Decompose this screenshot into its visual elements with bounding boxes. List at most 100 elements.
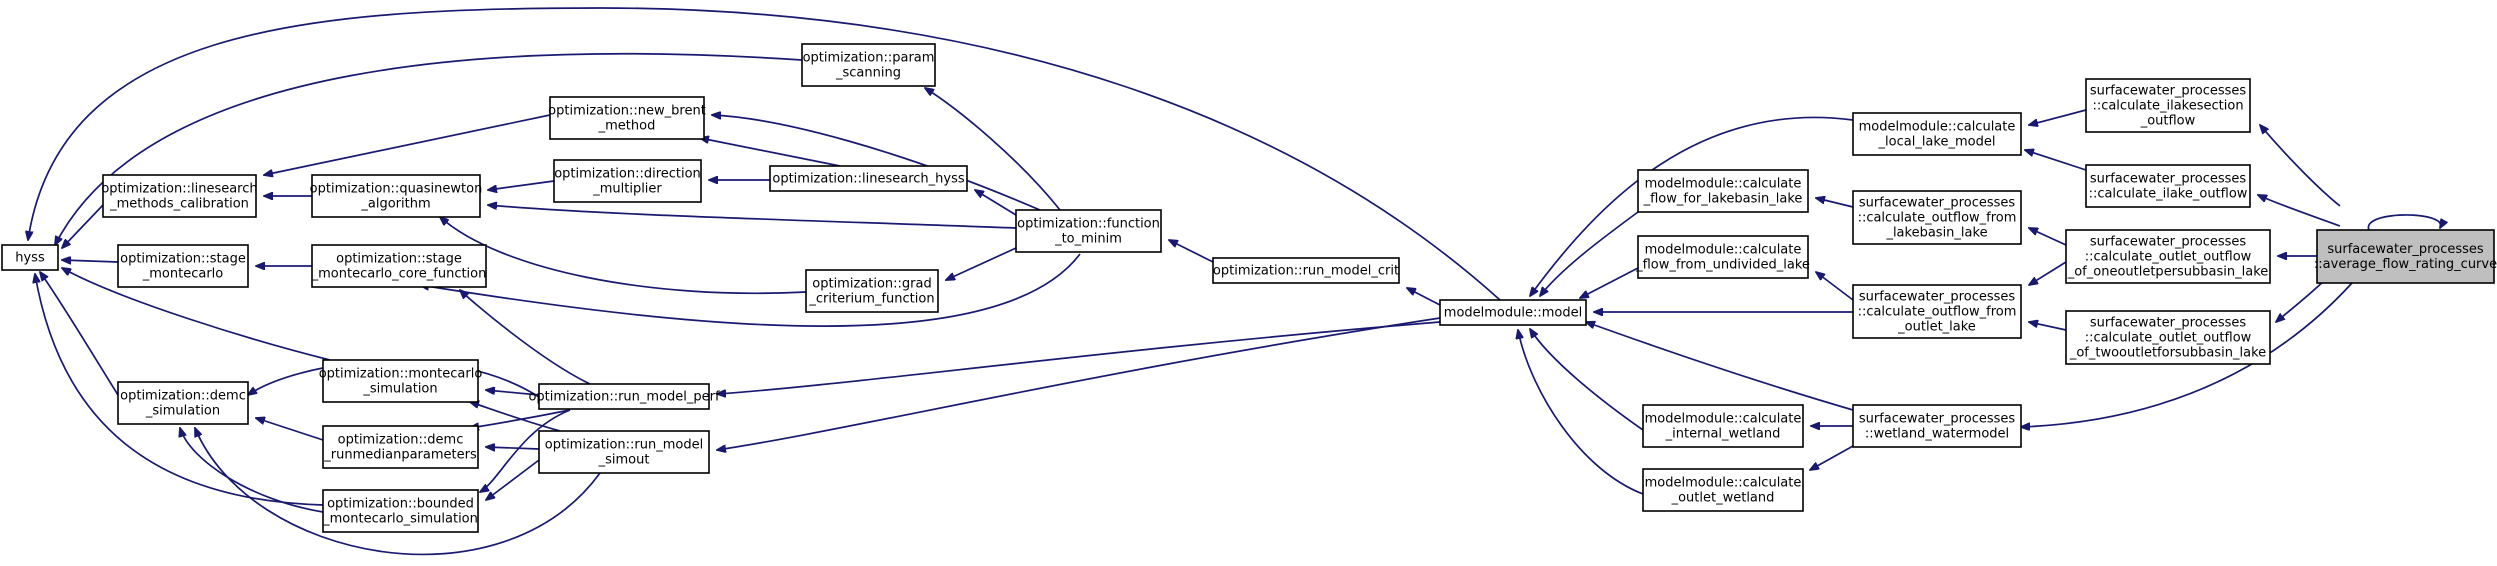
- node-box: [1852, 284, 2022, 339]
- node-box: [1642, 404, 1804, 448]
- edge-opt_function_to_minim-to-opt_grad: [946, 247, 1017, 280]
- node-label-line: ::calculate_outflow_from: [1858, 305, 2017, 320]
- node-sp-outlet-two[interactable]: surfacewater_processes::calculate_outlet…: [2065, 310, 2271, 365]
- node-box: [769, 165, 968, 192]
- node-box: [1852, 190, 2022, 245]
- node-label-line: _outflow: [2140, 114, 2196, 129]
- edge-line: [480, 409, 571, 492]
- node-label-line: _outlet_wetland: [1671, 491, 1775, 506]
- edge-sp_calc_ilakesection-to-mm_calc_local_lake: [2029, 109, 2087, 125]
- node-box: [1015, 209, 1162, 253]
- edge-line: [1530, 329, 1644, 431]
- edge-line: [1530, 116, 1854, 296]
- node-label-line: ::calculate_outlet_outflow: [2085, 250, 2252, 265]
- node-mm-calc-local-lake[interactable]: modelmodule::calculate_local_lake_model: [1852, 112, 2022, 156]
- node-label-line: _montecarlo: [142, 267, 224, 282]
- node-opt-run-model-simout[interactable]: optimization::run_model_simout: [538, 430, 710, 474]
- node-opt-demc-sim[interactable]: optimization::demc_simulation: [117, 381, 249, 425]
- node-opt-direction-mult[interactable]: optimization::direction_multiplier: [553, 159, 702, 203]
- edge-sp_wetland_watermodel-to-mm_model: [1586, 322, 1854, 411]
- edge-line: [925, 88, 1061, 211]
- edge-line: [1816, 272, 1854, 301]
- node-label-line: surfacewater_processes: [1859, 196, 2016, 211]
- node-opt-mc-sim[interactable]: optimization::montecarlo_simulation: [319, 359, 483, 403]
- node-opt-run-model-crit[interactable]: optimization::run_model_crit: [1212, 257, 1400, 284]
- node-label-line: surfacewater_processes: [2090, 84, 2247, 99]
- node-sp-outlet-one[interactable]: surfacewater_processes::calculate_outlet…: [2065, 229, 2271, 284]
- edge-line: [420, 253, 1081, 327]
- node-label-line: _montecarlo_simulation: [322, 512, 478, 527]
- edge-mm_model-to-opt_run_model_simout: [717, 317, 1441, 450]
- edge-line: [1540, 211, 1639, 296]
- node-hyss[interactable]: hyss: [1, 244, 59, 271]
- node-label-line: surfacewater_processes: [2327, 242, 2484, 257]
- node-mm-calc-outlet-wetland[interactable]: modelmodule::calculate_outlet_wetland: [1642, 468, 1804, 512]
- node-label-line: _algorithm: [360, 197, 430, 212]
- node-opt-linesearch-calib[interactable]: optimization::linesearch_methods_calibra…: [101, 174, 258, 218]
- node-sp-calc-outflow-outlet[interactable]: surfacewater_processes::calculate_outflo…: [1852, 284, 2022, 339]
- edge-sp_outlet_one-to-sp_calc_outflow_outlet: [2029, 261, 2067, 285]
- node-box: [2316, 229, 2495, 284]
- node-label-line: modelmodule::calculate: [1645, 412, 1802, 427]
- node-opt-stage-mc-core[interactable]: optimization::stage_montecarlo_core_func…: [311, 244, 487, 288]
- node-label-line: _scanning: [835, 66, 901, 81]
- node-label-line: optimization::param: [803, 51, 935, 66]
- edge-line: [2025, 150, 2087, 171]
- node-box: [1852, 112, 2022, 156]
- node-label-line: ::average_flow_rating_curve: [2314, 257, 2497, 272]
- node-opt-grad[interactable]: optimization::grad_criterium_function: [805, 269, 939, 313]
- node-sp-calc-ilake-outflow[interactable]: surfacewater_processes::calculate_ilake_…: [2085, 164, 2251, 208]
- node-label-line: _lakebasin_lake: [1885, 226, 1987, 241]
- node-opt-run-model-perf[interactable]: optimization::run_model_perf: [528, 383, 720, 410]
- node-sp-avg-flow-rating[interactable]: surfacewater_processes::average_flow_rat…: [2314, 229, 2497, 284]
- edge-mm_model-to-opt_run_model_perf: [717, 321, 1441, 394]
- node-label-line: optimization::grad: [812, 277, 931, 292]
- node-opt-bounded-mc[interactable]: optimization::bounded_montecarlo_simulat…: [322, 489, 479, 533]
- node-label-line: surfacewater_processes: [2090, 316, 2247, 331]
- node-box: [549, 96, 705, 140]
- edge-opt_bounded_mc-to-opt_demc_sim: [180, 428, 324, 513]
- edge-line: [2260, 125, 2341, 207]
- node-opt-new-brent[interactable]: optimization::new_brent_method: [548, 96, 706, 140]
- edge-sp_wetland_watermodel-to-mm_calc_outlet_wetland: [1810, 445, 1854, 470]
- node-label-line: ::calculate_outflow_from: [1858, 211, 2017, 226]
- node-sp-calc-ilakesection[interactable]: surfacewater_processes::calculate_ilakes…: [2085, 78, 2251, 133]
- node-label-line: _montecarlo_core_function: [311, 267, 487, 282]
- node-mm-calc-flow-lakebasin[interactable]: modelmodule::calculate_flow_for_lakebasi…: [1637, 169, 1809, 213]
- node-sp-calc-outflow-lakebasin[interactable]: surfacewater_processes::calculate_outflo…: [1852, 190, 2022, 245]
- node-opt-linesearch-hyss[interactable]: optimization::linesearch_hyss: [769, 165, 968, 192]
- node-mm-calc-flow-undivided[interactable]: modelmodule::calculate_flow_from_undivid…: [1635, 235, 1810, 279]
- node-opt-param-scan[interactable]: optimization::param_scanning: [801, 43, 936, 87]
- node-label-line: modelmodule::calculate: [1645, 476, 1802, 491]
- edge-opt_bounded_mc-to-hyss: [35, 274, 324, 506]
- edge-sp_calc_outflow_outlet-to-mm_calc_flow_undivided: [1816, 272, 1854, 301]
- edge-line: [62, 204, 104, 248]
- node-mm-calc-internal-wetland[interactable]: modelmodule::calculate_internal_wetland: [1642, 404, 1804, 448]
- edge-opt_run_model_crit-to-opt_function_to_minim: [1169, 240, 1214, 263]
- node-mm-model[interactable]: modelmodule::model: [1439, 299, 1587, 326]
- node-box: [538, 383, 710, 410]
- node-opt-function-to-minim[interactable]: optimization::function_to_minim: [1015, 209, 1162, 253]
- node-opt-stage-mc[interactable]: optimization::stage_montecarlo: [117, 244, 249, 288]
- node-opt-demc-runmedian[interactable]: optimization::demc_runmedianparameters: [322, 425, 479, 469]
- edge-line: [1586, 322, 1854, 411]
- edge-opt_run_model_perf-to-opt_stage_mc_core: [460, 290, 591, 385]
- node-label-line: optimization::new_brent: [548, 104, 706, 119]
- edge-opt_function_to_minim-to-opt_stage_mc_core: [420, 253, 1081, 327]
- edge-opt_mc_sim-to-hyss: [62, 268, 331, 361]
- node-label-line: hyss: [15, 251, 45, 266]
- edge-opt_stage_mc-to-hyss: [62, 260, 119, 262]
- edge-opt_grad-to-opt_quasinewton: [440, 217, 807, 295]
- node-opt-quasinewton[interactable]: optimization::quasinewton_algorithm: [310, 174, 483, 218]
- node-label-line: _internal_wetland: [1665, 427, 1781, 442]
- node-box: [2065, 310, 2271, 365]
- node-label-line: optimization::linesearch: [101, 182, 257, 197]
- node-box: [311, 244, 487, 288]
- node-sp-wetland-watermodel[interactable]: surfacewater_processes::wetland_watermod…: [1852, 404, 2022, 448]
- edge-sp_outlet_one-to-sp_calc_outflow_lakebasin: [2029, 228, 2067, 246]
- edge-sp_avg_flow_rating-to-sp_calc_ilake_outflow: [2258, 195, 2341, 227]
- node-box: [2085, 78, 2251, 133]
- node-box: [117, 244, 249, 288]
- edge-mm_model-to-opt_run_model_crit: [1407, 288, 1441, 306]
- node-label-line: _method: [598, 119, 656, 134]
